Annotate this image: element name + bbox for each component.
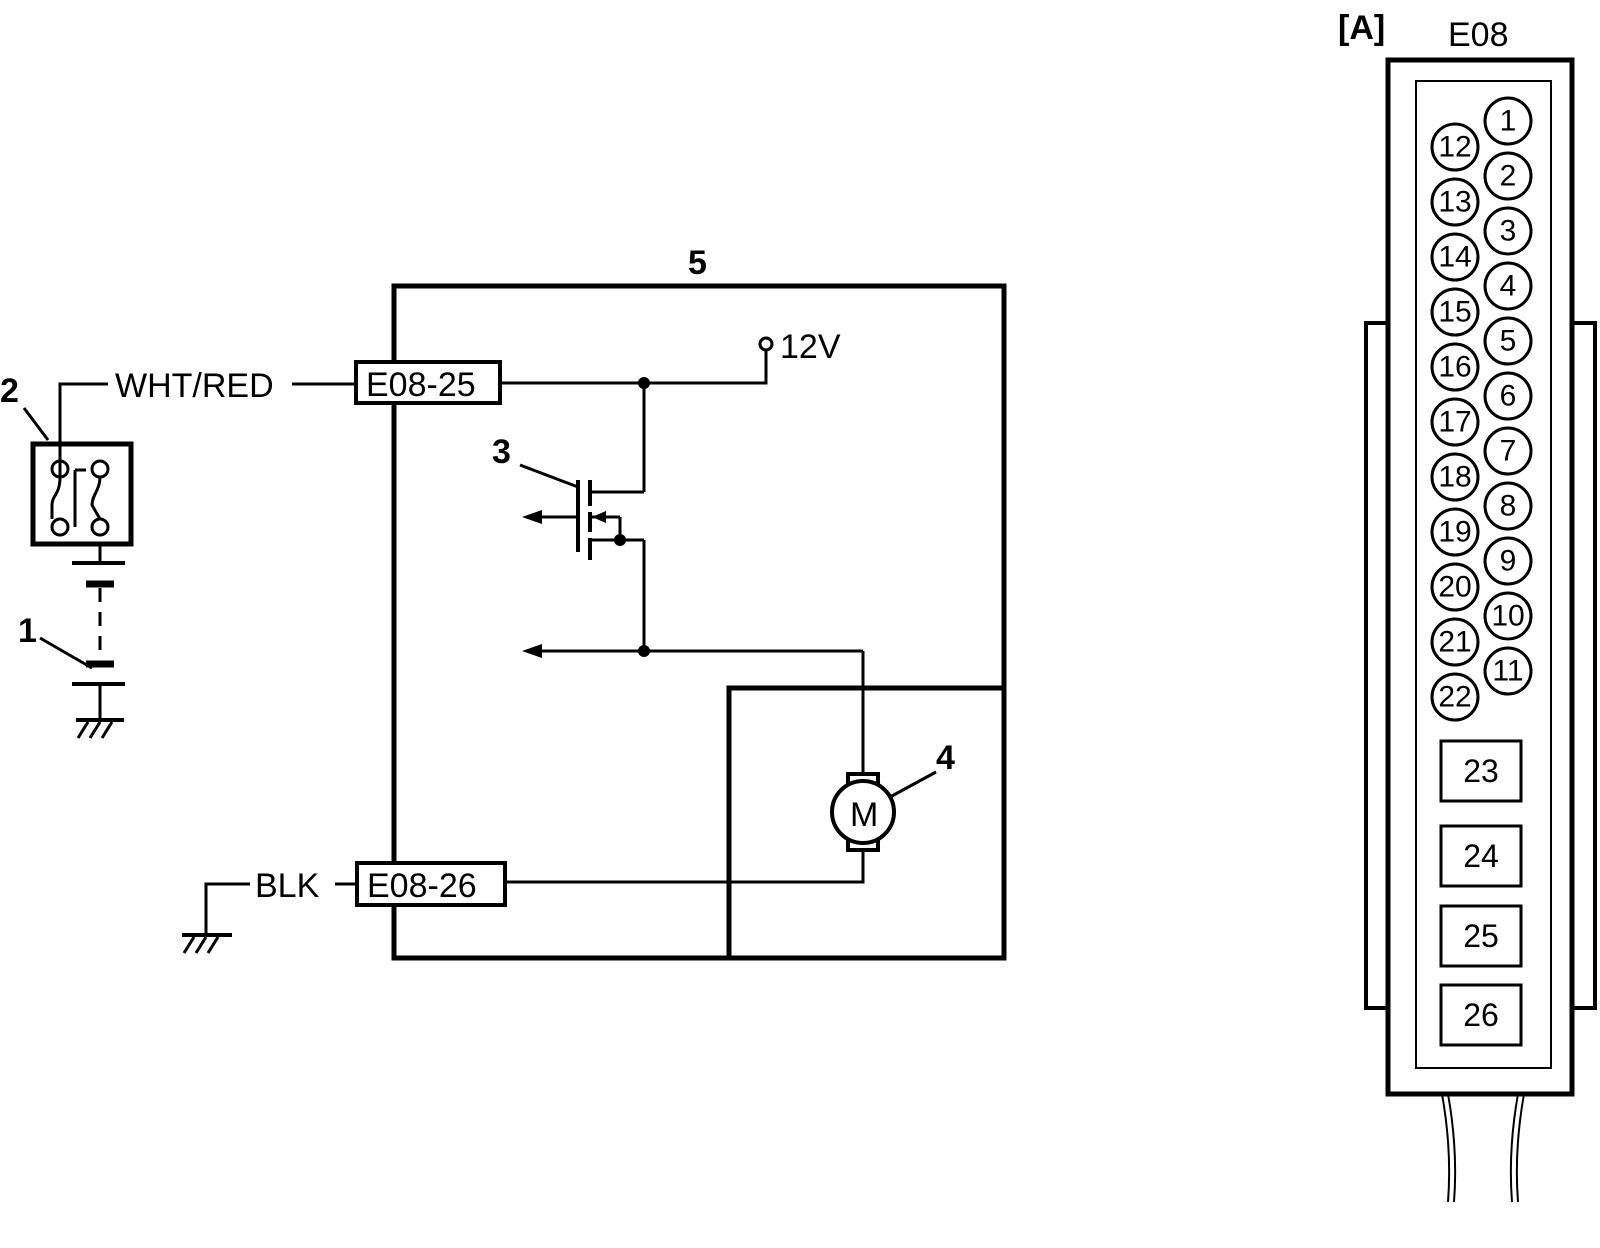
callout-1: 1 — [18, 612, 37, 650]
motor: M — [830, 772, 896, 852]
connector-pin — [1483, 151, 1533, 201]
transistor — [522, 383, 646, 651]
connector-pin-label: 20 — [1438, 571, 1471, 604]
connector-pin-label: 24 — [1463, 838, 1499, 874]
connector-pin-label: 21 — [1438, 626, 1471, 659]
connector-pin-square — [1439, 983, 1523, 1047]
connector-pin — [1483, 96, 1533, 146]
connector-pin — [1430, 342, 1480, 392]
connector-pin-label: 1 — [1500, 105, 1517, 138]
connector-pin — [1483, 206, 1533, 256]
module-box — [391, 283, 1007, 961]
battery — [72, 544, 125, 720]
terminal-e08-25-label: E08-25 — [366, 366, 476, 404]
callout-4: 4 — [936, 739, 955, 777]
connector-pin-label: 14 — [1438, 241, 1471, 274]
connector-pin — [1430, 122, 1480, 172]
connector-pin-label: 15 — [1438, 296, 1471, 329]
connector-pin — [1483, 316, 1533, 366]
connector-pin-square — [1439, 824, 1523, 888]
wire-label-blk: BLK — [255, 867, 320, 905]
connector-pin-square — [1439, 904, 1523, 968]
connector-pin-label: 19 — [1438, 516, 1471, 549]
junction-dot-output — [638, 645, 650, 657]
connector-pin — [1483, 371, 1533, 421]
connector-pin-label: 11 — [1492, 655, 1523, 688]
connector-pin-label: 25 — [1463, 918, 1499, 954]
connector-pin-label: 22 — [1438, 681, 1471, 714]
connector-view-label: [A] — [1338, 9, 1385, 47]
connector-pin-label: 13 — [1438, 186, 1471, 219]
callout-2: 2 — [0, 372, 19, 410]
supply-terminal — [758, 336, 774, 352]
connector-pin — [1430, 287, 1480, 337]
connector-pin-label: 9 — [1500, 545, 1517, 578]
connector-pin — [1430, 232, 1480, 282]
connector-pin — [1430, 672, 1480, 722]
connector-pin-label: 17 — [1438, 406, 1471, 439]
supply-label: 12V — [780, 328, 841, 366]
terminal-e08-26-label: E08-26 — [367, 867, 477, 905]
connector-pin-label: 12 — [1438, 131, 1471, 164]
callout-3: 3 — [492, 433, 511, 471]
ground-symbol-battery — [76, 718, 124, 739]
ignition-switch — [30, 441, 134, 547]
connector-pin-label: 2 — [1500, 160, 1517, 193]
connector-pin-label: 10 — [1491, 600, 1524, 633]
connector-pin-label: 4 — [1500, 270, 1517, 303]
connector-pin — [1483, 261, 1533, 311]
wire-label-wht-red: WHT/RED — [115, 367, 274, 405]
connector-pin — [1483, 591, 1533, 641]
connector-pin — [1430, 507, 1480, 557]
connector-pin-label: 18 — [1438, 461, 1471, 494]
connector-pin-label: 16 — [1438, 351, 1471, 384]
motor-symbol: M — [850, 796, 878, 834]
connector-pin-label: 5 — [1500, 325, 1517, 358]
connector-pin-square — [1439, 739, 1523, 803]
connector-pin — [1430, 562, 1480, 612]
connector-pin — [1483, 536, 1533, 586]
connector-pin — [1483, 426, 1533, 476]
connector-pin — [1430, 177, 1480, 227]
connector-pin-label: 8 — [1500, 490, 1517, 523]
connector-pin-label: 6 — [1500, 380, 1517, 413]
callout-5: 5 — [688, 244, 707, 282]
connector-name: E08 — [1448, 16, 1509, 54]
connector-pin-label: 7 — [1500, 435, 1517, 468]
connector-pin-label: 3 — [1500, 215, 1517, 248]
connector-pin — [1483, 481, 1533, 531]
connector-pin — [1430, 397, 1480, 447]
connector-pin-label: 23 — [1463, 753, 1499, 789]
connector-pin-label: 26 — [1463, 997, 1499, 1033]
connector-pin — [1430, 617, 1480, 667]
connector-pin — [1430, 452, 1480, 502]
ground-symbol-module — [182, 933, 232, 954]
connector-pin — [1483, 646, 1533, 696]
